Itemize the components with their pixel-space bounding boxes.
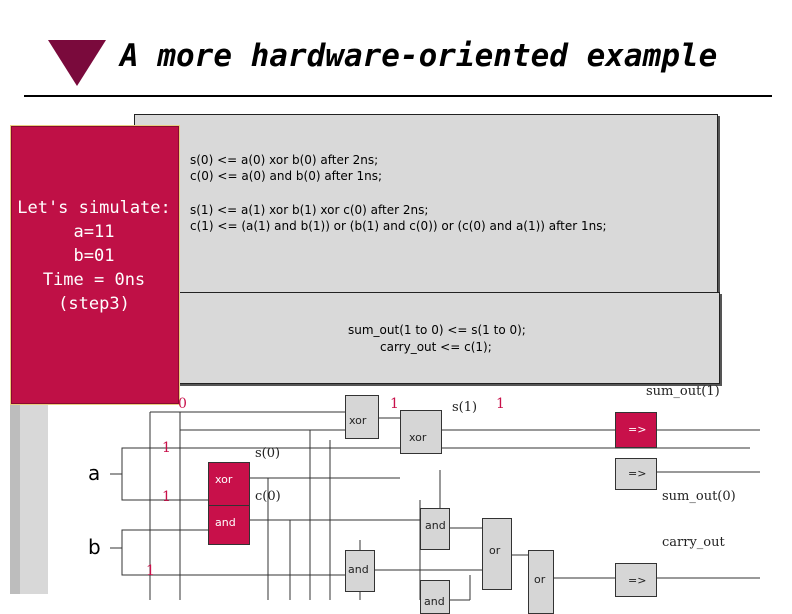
and-gate-2: and <box>420 508 450 550</box>
sim-line-time: Time = 0ns <box>42 270 146 290</box>
signal-s1-label: s(1) <box>452 400 478 415</box>
carry-out-label: carry_out <box>662 535 725 550</box>
port-b-label: b <box>88 535 101 559</box>
assign-block-3: => <box>615 563 657 597</box>
sim-line-step: (step3) <box>58 294 130 314</box>
and-gate-1: and <box>208 505 250 545</box>
value-top-left: 0 <box>178 396 187 412</box>
sim-line-b: b=01 <box>73 246 115 266</box>
sum-out1-label: sum_out(1) <box>646 384 720 399</box>
sum-out0-label: sum_out(0) <box>662 489 736 504</box>
port-a-label: a <box>88 461 101 485</box>
or-gate-2: or <box>528 550 554 614</box>
code-line-c1: c(1) <= (a(1) and b(1)) or (b(1) and c(0… <box>190 219 607 233</box>
title-rule <box>24 95 772 97</box>
code-line-carry-out: carry_out <= c(1); <box>380 340 492 354</box>
signal-c0-label: c(0) <box>255 489 281 504</box>
and-gate-3: and <box>345 550 375 592</box>
code-line-s1: s(1) <= a(1) xor b(1) xor c(0) after 2ns… <box>190 203 429 217</box>
code-box-bottom <box>134 292 720 384</box>
value-xor-out: 1 <box>390 396 399 412</box>
xor-gate-3: xor <box>208 462 250 506</box>
assign-block-1: => <box>615 412 657 448</box>
triangle-bullet-icon <box>48 40 106 86</box>
or-gate-1: or <box>482 518 512 590</box>
slide-title: A more hardware-oriented example <box>120 38 718 74</box>
and-gate-4: and <box>420 580 450 614</box>
assign-block-2: => <box>615 458 657 490</box>
sim-line-heading: Let's simulate: <box>17 198 171 218</box>
code-line-c0: c(0) <= a(0) and b(0) after 1ns; <box>190 169 383 183</box>
simulation-panel <box>10 125 180 405</box>
code-line-s0: s(0) <= a(0) xor b(0) after 2ns; <box>190 153 379 167</box>
signal-s0-label: s(0) <box>255 446 281 461</box>
simulation-text: Let's simulate: a=11 b=01 Time = 0ns (st… <box>10 196 178 316</box>
value-a0: 1 <box>162 440 171 456</box>
value-b1: 1 <box>146 563 155 579</box>
code-line-sum-out: sum_out(1 to 0) <= s(1 to 0); <box>348 323 526 337</box>
xor-gate-2: xor <box>400 410 442 454</box>
xor-gate-1: xor <box>345 395 379 439</box>
value-s1: 1 <box>496 396 505 412</box>
value-b0: 1 <box>162 489 171 505</box>
sim-line-a: a=11 <box>73 222 115 242</box>
